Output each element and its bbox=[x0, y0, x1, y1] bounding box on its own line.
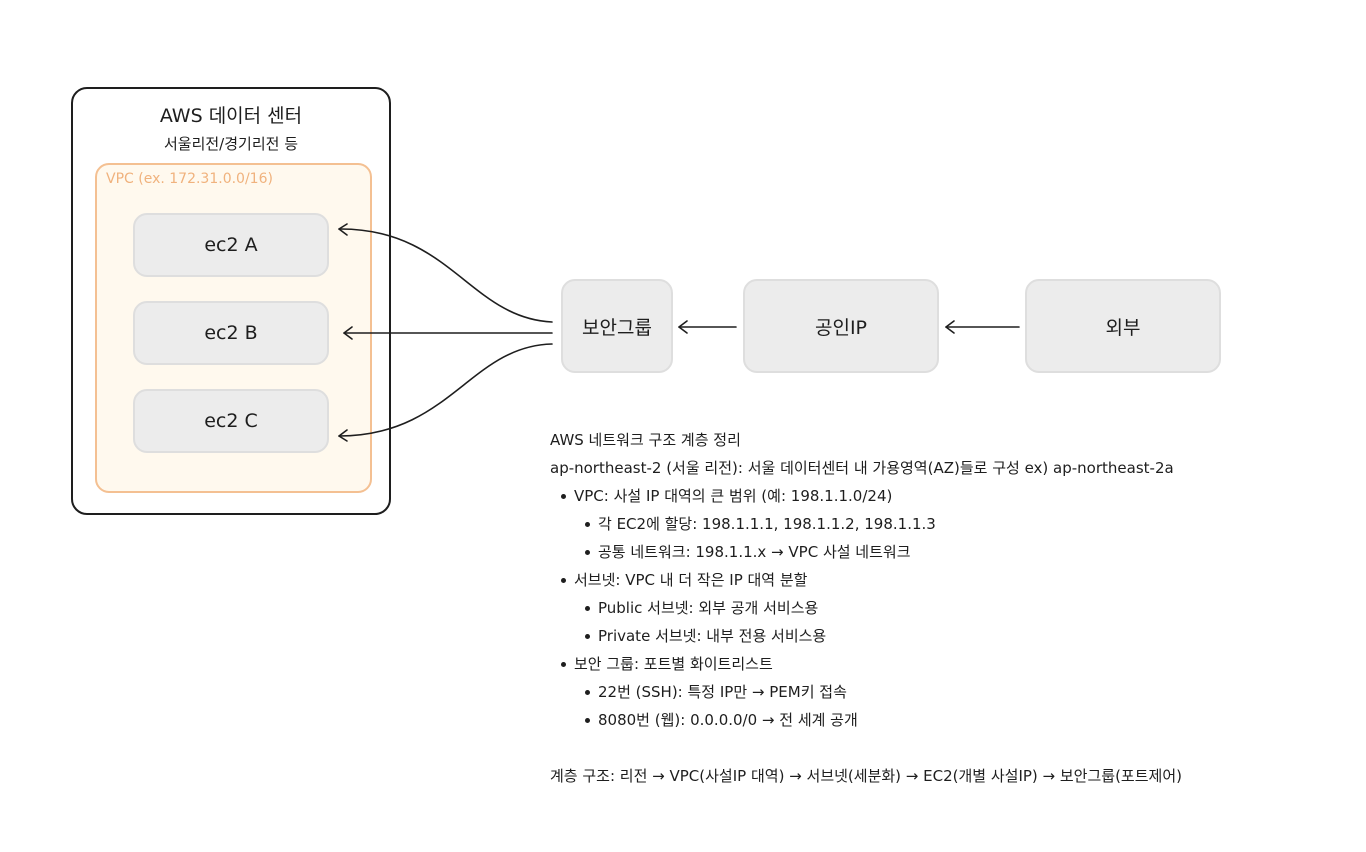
notes-sg-subitem: 22번 (SSH): 특정 IP만 → PEM키 접속 bbox=[550, 680, 1330, 708]
notes-vpc-subitem: 공통 네트워크: 198.1.1.x → VPC 사설 네트워크 bbox=[550, 540, 1330, 568]
notes-vpc-subitem-text: 각 EC2에 할당: 198.1.1.1, 198.1.1.2, 198.1.1… bbox=[598, 515, 936, 533]
notes-subnet-subitem: Public 서브넷: 외부 공개 서비스용 bbox=[550, 596, 1330, 624]
notes-region: ap-northeast-2 (서울 리전): 서울 데이터센터 내 가용영역(… bbox=[550, 459, 1174, 477]
bullet-icon bbox=[561, 578, 566, 583]
notes-vpc-item: VPC: 사설 IP 대역의 큰 범위 (예: 198.1.1.0/24) bbox=[550, 484, 1330, 512]
ec2-c-node: ec2 C bbox=[133, 389, 329, 453]
notes-subnet-subitem-text: Private 서브넷: 내부 전용 서비스용 bbox=[598, 627, 827, 645]
notes-subnet-subitem: Private 서브넷: 내부 전용 서비스용 bbox=[550, 624, 1330, 652]
arrowhead-publicip bbox=[945, 320, 955, 334]
arrow-sg-to-ec2-c bbox=[338, 343, 553, 437]
arrowhead-ec2-a bbox=[338, 223, 348, 236]
notes-sg-subitem-text: 8080번 (웹): 0.0.0.0/0 → 전 세계 공개 bbox=[598, 711, 858, 729]
bullet-icon bbox=[585, 690, 590, 695]
arrowhead-ec2-c bbox=[338, 429, 348, 442]
bullet-icon bbox=[585, 606, 590, 611]
notes-vpc-subitem-text: 공통 네트워크: 198.1.1.x → VPC 사설 네트워크 bbox=[598, 543, 911, 561]
security-group-node: 보안그룹 bbox=[561, 279, 673, 373]
notes-subnet-text: 서브넷: VPC 내 더 작은 IP 대역 분할 bbox=[574, 571, 808, 589]
notes-sg-item: 보안 그룹: 포트별 화이트리스트 bbox=[550, 652, 1330, 680]
ec2-b-node: ec2 B bbox=[133, 301, 329, 365]
arrowhead-ec2-b bbox=[343, 326, 353, 340]
notes-hierarchy: 계층 구조: 리전 → VPC(사설IP 대역) → 서브넷(세분화) → EC… bbox=[550, 767, 1182, 785]
notes-spacer bbox=[550, 736, 1330, 764]
arrow-sg-to-ec2-a bbox=[338, 228, 553, 323]
notes-sg-subitem-text: 22번 (SSH): 특정 IP만 → PEM키 접속 bbox=[598, 683, 847, 701]
ec2-a-node: ec2 A bbox=[133, 213, 329, 277]
notes-vpc-text: VPC: 사설 IP 대역의 큰 범위 (예: 198.1.1.0/24) bbox=[574, 487, 893, 505]
vpc-label: VPC (ex. 172.31.0.0/16) bbox=[106, 171, 273, 187]
bullet-icon bbox=[561, 494, 566, 499]
arrowhead-sg bbox=[678, 320, 688, 334]
datacenter-title: AWS 데이터 센터 bbox=[159, 105, 303, 127]
bullet-icon bbox=[585, 718, 590, 723]
notes-sg-text: 보안 그룹: 포트별 화이트리스트 bbox=[574, 655, 773, 673]
bullet-icon bbox=[585, 634, 590, 639]
datacenter-subtitle: 서울리전/경기리전 등 bbox=[163, 135, 299, 153]
notes-subnet-subitem-text: Public 서브넷: 외부 공개 서비스용 bbox=[598, 599, 819, 617]
public-ip-node: 공인IP bbox=[743, 279, 939, 373]
network-notes: AWS 네트워크 구조 계층 정리 ap-northeast-2 (서울 리전)… bbox=[550, 428, 1330, 792]
bullet-icon bbox=[561, 662, 566, 667]
notes-title: AWS 네트워크 구조 계층 정리 bbox=[550, 431, 741, 449]
notes-sg-subitem: 8080번 (웹): 0.0.0.0/0 → 전 세계 공개 bbox=[550, 708, 1330, 736]
external-node: 외부 bbox=[1025, 279, 1221, 373]
notes-subnet-item: 서브넷: VPC 내 더 작은 IP 대역 분할 bbox=[550, 568, 1330, 596]
notes-vpc-subitem: 각 EC2에 할당: 198.1.1.1, 198.1.1.2, 198.1.1… bbox=[550, 512, 1330, 540]
bullet-icon bbox=[585, 550, 590, 555]
bullet-icon bbox=[585, 522, 590, 527]
